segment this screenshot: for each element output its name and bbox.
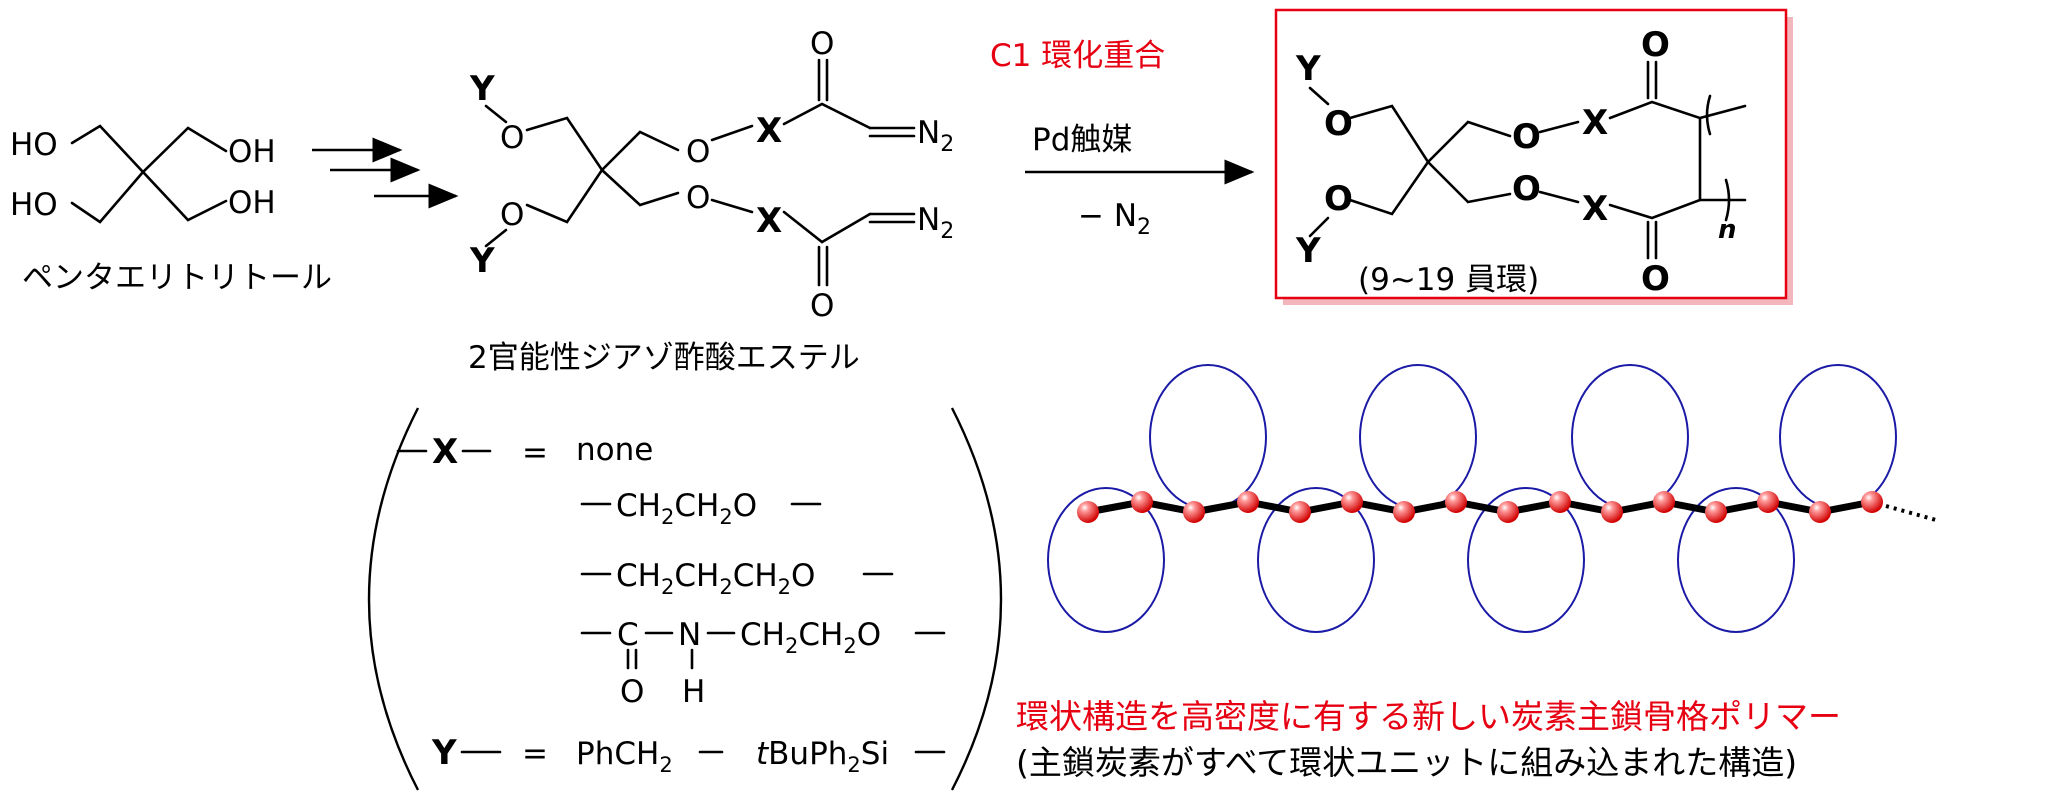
- backbone-atom: [1183, 501, 1205, 523]
- monomer-x-bottom: X: [756, 201, 782, 241]
- monomer-structure: Y O O Y O O X X O O N2 N2 2官能性ジアゾ酢酸エステル: [468, 26, 954, 376]
- polymer-repeat-n: n: [1718, 215, 1737, 245]
- y-option-silyl: tBuPh2Si: [756, 736, 889, 777]
- polymer-o-4: O: [1512, 169, 1541, 209]
- cyclic-polymer-illustration: [1047, 364, 1937, 633]
- monomer-o-3: O: [686, 134, 710, 170]
- polymer-ring-size: (9~19 員環): [1358, 262, 1539, 298]
- monomer-x-top: X: [756, 111, 782, 151]
- caption-line1: 環状構造を高密度に有する新しい炭素主鎖骨格ポリマー: [1016, 697, 1841, 736]
- backbone-atom: [1757, 491, 1779, 513]
- x-option-carbamoyl-n: N: [678, 617, 701, 653]
- chain-continuation: [1885, 504, 1937, 522]
- pe-oh-top: OH: [228, 134, 276, 170]
- monomer-o-1: O: [500, 120, 524, 156]
- ring-up-4: [1779, 364, 1897, 510]
- ring-up-1: [1149, 364, 1267, 510]
- backbone-chain: [1087, 498, 1873, 516]
- x-option-carbamoyl-c: C: [617, 617, 639, 653]
- monomer-name: 2官能性ジアゾ酢酸エステル: [468, 340, 860, 376]
- reaction-title: C1 環化重合: [990, 38, 1165, 74]
- backbone-atom: [1861, 491, 1883, 513]
- caption-line2: (主鎖炭素がすべて環状ユニットに組み込まれた構造): [1016, 743, 1797, 782]
- x-symbol: X: [432, 432, 458, 472]
- pe-bonds-bottom: [70, 170, 228, 224]
- backbone-atom: [1601, 501, 1623, 523]
- polymer-carbonyl-o-bottom: O: [1641, 259, 1670, 299]
- backbone-atom: [1289, 501, 1311, 523]
- polymer-y-top: Y: [1295, 49, 1321, 89]
- x-option-propylene-oxy: CH2CH2CH2O: [616, 558, 815, 599]
- polymer-o-1: O: [1324, 104, 1353, 144]
- x-option-ethylene-oxy: CH2CH2O: [616, 488, 757, 529]
- monomer-carbonyl-o-top: O: [810, 26, 834, 62]
- monomer-y-bottom: Y: [469, 241, 495, 281]
- pentaerythritol-structure: HO OH HO OH ペンタエリトリトール: [10, 124, 332, 296]
- reaction-catalyst: Pd触媒: [1032, 122, 1132, 158]
- monomer-y-top: Y: [469, 69, 495, 109]
- backbone-atoms: [1077, 491, 1883, 523]
- pe-ho-top: HO: [10, 127, 58, 163]
- pe-bonds-top: [70, 124, 228, 174]
- backbone-atom: [1705, 501, 1727, 523]
- backbone-atom: [1077, 501, 1099, 523]
- ring-down-2: [1257, 487, 1375, 633]
- polymer-carbonyl-o-top: O: [1641, 25, 1670, 65]
- pe-ho-bottom: HO: [10, 187, 58, 223]
- ring-down-4: [1677, 487, 1795, 633]
- backbone-atom: [1497, 501, 1519, 523]
- backbone-atom: [1653, 491, 1675, 513]
- x-equals: =: [522, 435, 548, 471]
- backbone-atom: [1131, 491, 1153, 513]
- y-symbol: Y: [431, 733, 457, 773]
- pe-oh-bottom: OH: [228, 185, 276, 221]
- monomer-n2-bottom: N2: [917, 202, 954, 244]
- backbone-atom: [1549, 491, 1571, 513]
- monomer-o-4: O: [686, 180, 710, 216]
- ring-up-2: [1359, 364, 1477, 510]
- x-none: none: [576, 432, 653, 468]
- polymer-product-box: Y O O Y O O X X O O n (9~19 員環): [1274, 8, 1793, 305]
- backbone-atom: [1341, 491, 1363, 513]
- backbone-atom: [1393, 501, 1415, 523]
- left-paren: [367, 407, 420, 791]
- backbone-atom: [1809, 501, 1831, 523]
- multi-step-arrows: [312, 137, 459, 209]
- monomer-n2-top: N2: [917, 115, 954, 157]
- monomer-carbonyl-o-bottom: O: [810, 288, 834, 324]
- right-paren: [950, 407, 1003, 791]
- ring-down-1: [1047, 487, 1165, 633]
- x-option-carbamoyl-o: O: [620, 674, 644, 710]
- pe-name: ペンタエリトリトール: [22, 260, 332, 296]
- ring-down-3: [1467, 487, 1585, 633]
- monomer-o-2: O: [500, 197, 524, 233]
- caption: 環状構造を高密度に有する新しい炭素主鎖骨格ポリマー (主鎖炭素がすべて環状ユニッ…: [1016, 697, 1841, 782]
- y-equals: =: [522, 736, 548, 772]
- y-option-benzyl: PhCH2: [576, 736, 673, 777]
- backbone-atom: [1237, 491, 1259, 513]
- polymer-o-3: O: [1512, 117, 1541, 157]
- substituent-definitions: X = none CH2CH2O CH2CH2CH2O C N O H CH2C…: [367, 407, 1003, 791]
- polymer-x-top: X: [1582, 103, 1608, 143]
- ring-up-3: [1571, 364, 1689, 510]
- x-option-carbamoyl-tail: CH2CH2O: [740, 617, 881, 658]
- reaction-byproduct: − N2: [1078, 198, 1151, 240]
- backbone-atom: [1445, 491, 1467, 513]
- polymer-x-bottom: X: [1582, 189, 1608, 229]
- polymer-o-2: O: [1324, 179, 1353, 219]
- x-option-carbamoyl-h: H: [682, 674, 705, 710]
- polymer-y-bottom: Y: [1295, 231, 1321, 271]
- reaction-conditions: C1 環化重合 Pd触媒 − N2: [990, 38, 1255, 240]
